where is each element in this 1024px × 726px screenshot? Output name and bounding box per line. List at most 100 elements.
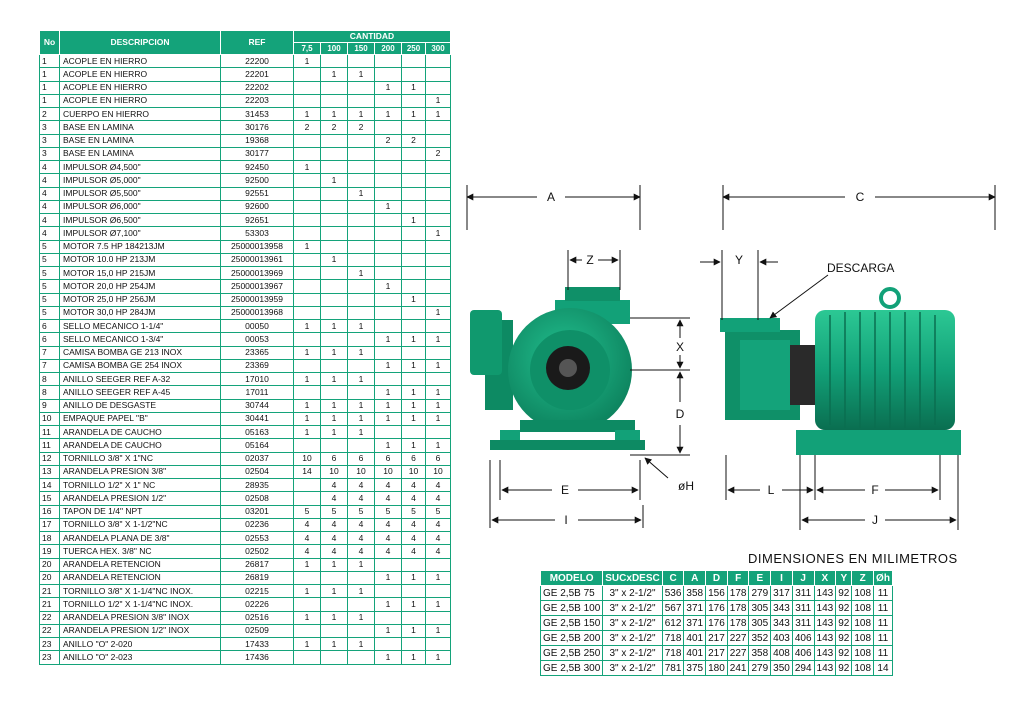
item-number: 1 xyxy=(39,93,60,109)
dims-cell: 358 xyxy=(748,645,772,661)
dims-cell: 401 xyxy=(683,645,707,661)
item-ref: 02502 xyxy=(220,544,294,559)
item-quantity xyxy=(293,491,321,506)
item-description: MOTOR 10.0 HP 213JM xyxy=(59,252,221,268)
item-quantity: 10 xyxy=(293,451,321,466)
item-ref: 22200 xyxy=(220,53,294,69)
item-quantity: 1 xyxy=(347,106,375,122)
item-quantity: 1 xyxy=(374,398,402,413)
item-description: SELLO MECANICO 1-3/4" xyxy=(59,332,221,347)
item-quantity: 4 xyxy=(401,491,426,506)
label-y: Y xyxy=(735,253,743,267)
item-description: ANILLO DE DESGASTE xyxy=(59,398,221,413)
dims-cell: 3" x 2-1/2" xyxy=(602,615,663,631)
dims-header: F xyxy=(726,570,750,586)
dims-header: D xyxy=(705,570,728,586)
dims-cell: 350 xyxy=(770,660,793,676)
item-number: 11 xyxy=(39,438,60,453)
item-quantity: 4 xyxy=(347,477,375,493)
header-size: 200 xyxy=(374,42,402,55)
item-number: 5 xyxy=(39,305,60,321)
item-quantity: 4 xyxy=(347,517,375,533)
dims-cell: 401 xyxy=(683,630,707,646)
item-ref: 26817 xyxy=(220,557,294,572)
item-quantity xyxy=(293,305,321,321)
item-number: 22 xyxy=(39,610,60,625)
item-quantity xyxy=(374,93,402,109)
item-quantity: 1 xyxy=(401,80,426,95)
item-number: 23 xyxy=(39,636,60,652)
item-quantity xyxy=(347,199,375,215)
item-quantity: 4 xyxy=(347,544,375,559)
item-quantity xyxy=(347,212,375,228)
item-quantity: 2 xyxy=(401,133,426,148)
dims-cell: 143 xyxy=(813,660,837,676)
item-quantity xyxy=(425,583,451,599)
item-quantity: 4 xyxy=(320,544,348,559)
item-quantity: 2 xyxy=(293,120,321,135)
item-quantity xyxy=(401,239,426,254)
item-quantity xyxy=(425,173,451,188)
dims-cell: 406 xyxy=(791,645,815,661)
item-quantity: 5 xyxy=(347,504,375,519)
item-quantity: 1 xyxy=(293,398,321,413)
item-ref: 25000013967 xyxy=(220,279,294,294)
item-number: 14 xyxy=(39,477,60,493)
item-quantity xyxy=(320,570,348,586)
item-quantity: 5 xyxy=(320,504,348,519)
dims-cell: 108 xyxy=(851,600,875,616)
item-quantity xyxy=(401,252,426,268)
item-number: 1 xyxy=(39,53,60,69)
item-number: 21 xyxy=(39,583,60,599)
item-description: ARANDELA PLANA DE 3/8" xyxy=(59,530,221,546)
item-quantity xyxy=(374,424,402,440)
item-quantity xyxy=(425,371,451,387)
dims-cell: 241 xyxy=(726,660,750,676)
item-quantity xyxy=(401,265,426,281)
item-description: ACOPLE EN HIERRO xyxy=(59,80,221,95)
item-quantity xyxy=(293,133,321,148)
item-quantity: 1 xyxy=(347,186,375,201)
dims-cell: 108 xyxy=(851,645,875,661)
item-quantity xyxy=(425,67,451,82)
item-quantity: 4 xyxy=(347,530,375,546)
dims-cell: 371 xyxy=(683,615,707,631)
item-quantity xyxy=(320,385,348,400)
item-quantity xyxy=(374,557,402,572)
item-number: 5 xyxy=(39,265,60,281)
item-quantity xyxy=(401,199,426,215)
item-quantity xyxy=(401,557,426,572)
item-quantity xyxy=(401,159,426,175)
item-quantity xyxy=(401,371,426,387)
item-quantity xyxy=(401,53,426,69)
item-quantity: 1 xyxy=(401,438,426,453)
item-quantity xyxy=(425,318,451,334)
dims-cell: 311 xyxy=(791,615,815,631)
item-quantity xyxy=(374,252,402,268)
header-size: 150 xyxy=(347,42,375,55)
item-quantity: 1 xyxy=(293,106,321,122)
dims-cell: 92 xyxy=(835,585,853,601)
item-quantity: 10 xyxy=(320,464,348,480)
item-quantity xyxy=(293,477,321,493)
item-quantity xyxy=(425,610,451,625)
item-quantity xyxy=(401,345,426,360)
item-ref: 03201 xyxy=(220,504,294,519)
item-description: BASE EN LAMINA xyxy=(59,146,221,162)
item-quantity: 1 xyxy=(347,345,375,360)
item-quantity: 1 xyxy=(401,212,426,228)
item-quantity: 4 xyxy=(320,517,348,533)
item-quantity xyxy=(401,318,426,334)
item-quantity: 1 xyxy=(374,438,402,453)
item-quantity xyxy=(293,385,321,400)
dims-cell: 612 xyxy=(661,615,685,631)
